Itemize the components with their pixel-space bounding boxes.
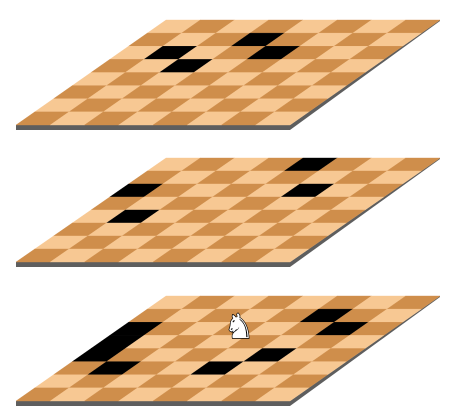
board-level-bottom[interactable]: ♞ [15, 295, 441, 406]
board-side-edge [290, 158, 440, 267]
board-level-top[interactable] [15, 19, 441, 130]
board-level-middle[interactable] [15, 157, 441, 267]
board-edge [16, 401, 290, 406]
board-edge [16, 125, 290, 130]
white-knight-piece[interactable]: ♞ [223, 306, 255, 347]
board-square[interactable] [255, 111, 310, 126]
board-square[interactable] [255, 248, 310, 263]
board-side-edge [290, 296, 440, 406]
board-side-edge [290, 20, 440, 130]
board-square[interactable] [255, 387, 310, 402]
board-edge [16, 262, 290, 267]
